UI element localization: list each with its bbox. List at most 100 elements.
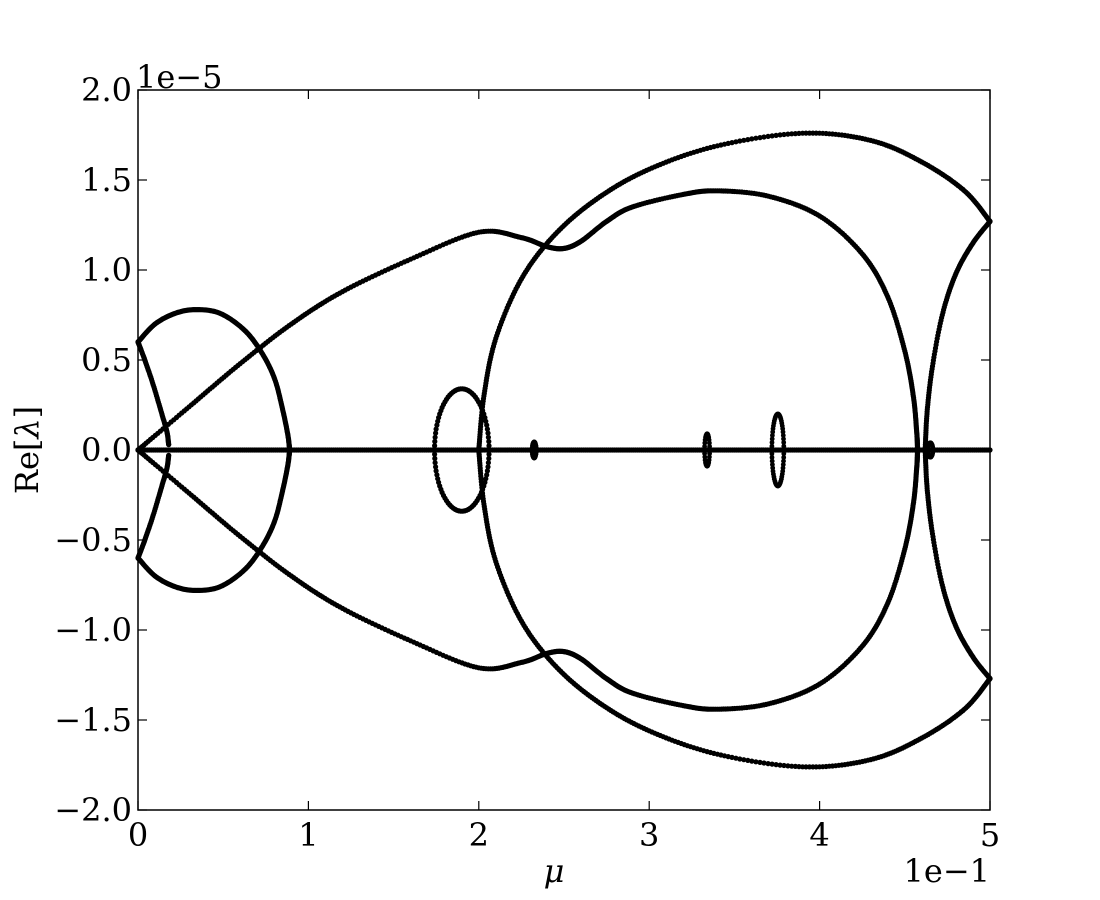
tiny-island-point [707, 444, 712, 449]
outer-circle-point [785, 131, 791, 137]
tiny-island-point [781, 455, 787, 460]
small-loop-point [485, 464, 491, 470]
tiny-island-point [781, 436, 786, 442]
tiny-island-point [769, 436, 775, 442]
outer-circle-point [769, 133, 775, 139]
y-axis-label: Re[λ] [8, 406, 46, 494]
small-loop-point [433, 464, 439, 470]
small-loop-point [431, 447, 438, 453]
outer-circle-point [733, 755, 739, 761]
outer-circle-point [781, 762, 787, 769]
outer-circle-point [761, 760, 767, 766]
y-tick-label: 0.5 [81, 341, 132, 379]
small-loop-point [486, 451, 492, 457]
tiny-island-point [769, 451, 775, 457]
outer-circle-point [745, 137, 751, 143]
small-loop-point [485, 460, 491, 466]
tiny-island-point [781, 443, 787, 449]
outer-circle-point [737, 138, 743, 144]
outer-circle-point [777, 762, 783, 768]
y-axis-label-suffix: ] [8, 406, 46, 418]
outer-circle-point [765, 761, 771, 767]
y-tick-label: −0.5 [54, 521, 132, 559]
outer-circle-point [749, 758, 755, 764]
y-axis-label-prefix: Re[ [8, 439, 46, 495]
outer-circle-point [769, 761, 775, 767]
y-tick-label: −1.0 [54, 611, 132, 649]
x-tick-label: 3 [639, 816, 659, 854]
small-loop-point [433, 430, 439, 436]
tiny-island-point [533, 447, 539, 453]
small-loop-point [434, 422, 440, 428]
tiny-island-point [780, 462, 786, 467]
small-loop-point [486, 438, 492, 445]
small-loop-point [486, 443, 492, 449]
small-loop-point [484, 472, 490, 478]
outer-circle-point [749, 136, 755, 142]
tiny-island-point [769, 455, 775, 460]
outer-circle-point [773, 762, 779, 768]
y-tick-label: 2.0 [81, 71, 132, 109]
outer-circle-point [729, 754, 735, 761]
small-loop-point [484, 426, 490, 432]
tiny-island-point [707, 447, 713, 453]
outer-circle-point [733, 139, 739, 145]
left-loop-point [287, 447, 293, 453]
tiny-island-point [769, 440, 775, 445]
tiny-island-point [702, 440, 708, 446]
y-offset-label: 1e−5 [136, 58, 222, 96]
outer-circle-point [785, 763, 791, 769]
small-loop-point [485, 430, 491, 436]
small-loop-point [484, 468, 490, 474]
small-loop-point [485, 434, 491, 440]
x-tick-label: 4 [809, 816, 829, 854]
small-loop-point [432, 438, 438, 445]
x-axis-label-symbol: μ [544, 852, 565, 890]
tiny-island-point [781, 440, 787, 445]
tiny-island-point [702, 451, 707, 456]
tiny-island-point [707, 454, 712, 460]
outer-circle-point [753, 135, 759, 141]
x-tick-label: 5 [980, 816, 1000, 854]
outer-circle-point [765, 133, 771, 139]
y-axis-label-symbol: λ [8, 418, 46, 440]
inner-circle-point [915, 447, 921, 453]
outer-circle-point [737, 756, 743, 762]
tiny-island-point [781, 447, 787, 453]
x-tick-label: 1 [298, 816, 318, 854]
outer-circle-point [757, 135, 763, 141]
outer-circle-point [753, 759, 759, 765]
tiny-island-point [781, 458, 786, 464]
small-loop-point [432, 460, 438, 466]
small-loop-point [486, 455, 492, 462]
tiny-island-point [707, 451, 712, 456]
outer-circle-point [789, 131, 795, 137]
outer-circle-point [773, 132, 779, 138]
tiny-island-point [769, 447, 775, 453]
small-loop-point [432, 455, 438, 462]
x-axis-label: μ [544, 852, 565, 890]
small-loop-point [432, 443, 438, 449]
y-tick-label: 1.0 [81, 251, 132, 289]
y-tick-label: 0.0 [81, 431, 132, 469]
small-loop-point [432, 434, 438, 440]
outer-circle-point [761, 134, 767, 140]
left-loop-point [166, 452, 172, 458]
tiny-island-point [702, 447, 707, 453]
tiny-island-point [769, 443, 775, 449]
y-tick-label: 1.5 [81, 161, 132, 199]
y-axis-ticks: −2.0 −1.5 −1.0 −0.5 0.0 0.5 1.0 1.5 2.0 [54, 71, 990, 829]
outer-circle-point [745, 757, 751, 764]
outer-circle-point [741, 757, 747, 763]
x-offset-label: 1e−1 [904, 852, 990, 890]
y-tick-label: −1.5 [54, 701, 132, 739]
y-tick-label: −2.0 [54, 791, 132, 829]
outer-circle-point [757, 759, 763, 766]
tiny-island-point [770, 433, 775, 438]
data-curves [135, 130, 993, 770]
outer-circle-point [777, 132, 783, 138]
tiny-island-point [930, 447, 936, 453]
tiny-island-point [769, 458, 775, 464]
